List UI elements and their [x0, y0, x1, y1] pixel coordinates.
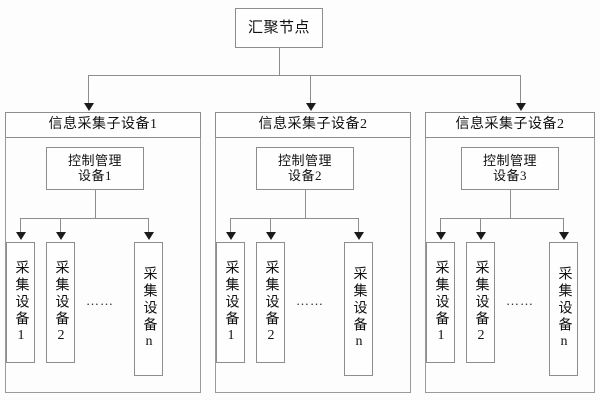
leaf-box-2-1: 采集设备1	[216, 242, 245, 363]
leaf-label-1-1: 采集设备1	[13, 259, 29, 346]
top-arrow-3	[516, 103, 526, 111]
leaf-arrow-3-3	[559, 232, 569, 240]
leaf-box-3-3: 采集设备n	[549, 242, 578, 376]
leaf-box-3-2: 采集设备2	[466, 242, 495, 363]
leaf-label-2-2: 采集设备2	[263, 259, 279, 346]
group-bus-line-3	[440, 218, 563, 219]
leaf-arrow-1-1	[16, 232, 26, 240]
leaf-label-3-1: 采集设备1	[433, 259, 449, 346]
controller-label-line1-1: 控制管理	[67, 152, 122, 168]
group-header-box-1: 信息采集子设备1	[5, 112, 201, 138]
group-bus-line-2	[230, 218, 358, 219]
leaf-drop-line-2-3	[358, 218, 359, 234]
leaf-drop-line-2-1	[230, 218, 231, 234]
group-header-label-1: 信息采集子设备1	[48, 117, 158, 133]
controller-label-line2-3: 设备3	[492, 167, 527, 183]
leaf-box-2-2: 采集设备2	[256, 242, 285, 363]
root-stem-line	[279, 48, 280, 75]
leaf-label-2-1: 采集设备1	[223, 259, 239, 346]
leaf-ellipsis-2: ……	[296, 293, 324, 308]
leaf-arrow-2-1	[226, 232, 236, 240]
leaf-arrow-3-2	[476, 232, 486, 240]
leaf-drop-line-3-1	[440, 218, 441, 234]
controller-box-2: 控制管理 设备2	[256, 147, 354, 190]
top-drop-line-1	[88, 75, 89, 105]
leaf-box-1-3: 采集设备n	[134, 242, 163, 376]
leaf-label-1-2: 采集设备2	[53, 259, 69, 346]
group-header-box-3: 信息采集子设备2	[425, 112, 595, 138]
leaf-ellipsis-1: ……	[86, 293, 114, 308]
leaf-label-2-3: 采集设备n	[351, 266, 367, 352]
leaf-drop-line-1-2	[60, 218, 61, 234]
controller-label-line2-1: 设备1	[77, 167, 112, 183]
top-bus-line	[88, 75, 521, 76]
group-bus-line-1	[20, 218, 148, 219]
leaf-label-1-3: 采集设备n	[141, 266, 157, 352]
leaf-drop-line-3-2	[480, 218, 481, 234]
root-node-box: 汇聚节点	[235, 8, 323, 48]
leaf-box-1-1: 采集设备1	[6, 242, 35, 363]
leaf-box-1-2: 采集设备2	[46, 242, 75, 363]
leaf-box-3-1: 采集设备1	[426, 242, 455, 363]
group-header-box-2: 信息采集子设备2	[215, 112, 411, 138]
controller-box-1: 控制管理 设备1	[46, 147, 144, 190]
leaf-drop-line-2-2	[270, 218, 271, 234]
controller-stem-line-3	[510, 190, 511, 218]
root-node-label: 汇聚节点	[247, 19, 310, 36]
controller-stem-line-1	[95, 190, 96, 218]
leaf-arrow-2-2	[266, 232, 276, 240]
top-arrow-2	[306, 103, 316, 111]
leaf-arrow-1-3	[144, 232, 154, 240]
leaf-drop-line-3-3	[563, 218, 564, 234]
leaf-label-3-2: 采集设备2	[473, 259, 489, 346]
top-drop-line-2	[310, 75, 311, 105]
controller-label-line1-3: 控制管理	[482, 152, 537, 168]
group-header-label-3: 信息采集子设备2	[455, 117, 565, 133]
controller-label-line1-2: 控制管理	[277, 152, 332, 168]
controller-box-3: 控制管理 设备3	[461, 147, 559, 190]
leaf-arrow-2-3	[354, 232, 364, 240]
top-arrow-1	[84, 103, 94, 111]
leaf-arrow-3-1	[436, 232, 446, 240]
leaf-drop-line-1-1	[20, 218, 21, 234]
leaf-ellipsis-3: ……	[506, 293, 534, 308]
controller-label-line2-2: 设备2	[287, 167, 322, 183]
leaf-box-2-3: 采集设备n	[344, 242, 373, 376]
top-drop-line-3	[520, 75, 521, 105]
controller-stem-line-2	[305, 190, 306, 218]
group-header-label-2: 信息采集子设备2	[258, 117, 368, 133]
leaf-drop-line-1-3	[148, 218, 149, 234]
leaf-label-3-3: 采集设备n	[556, 266, 572, 352]
leaf-arrow-1-2	[56, 232, 66, 240]
